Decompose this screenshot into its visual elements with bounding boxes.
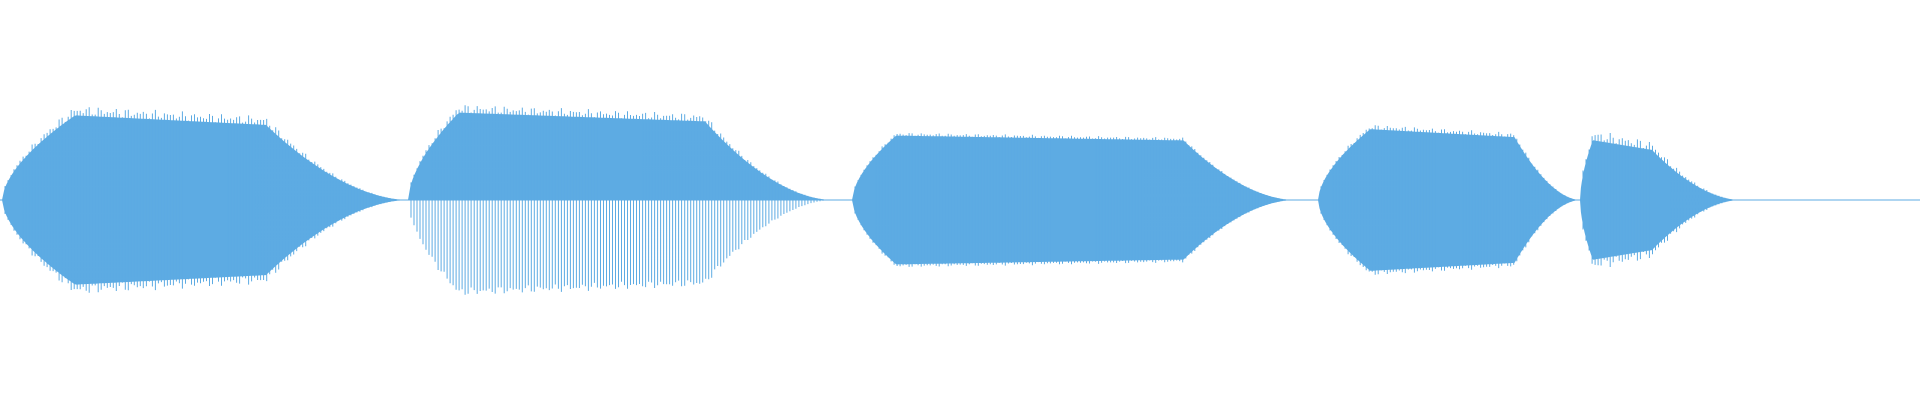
waveform-spikes (854, 133, 1292, 267)
waveform-segment-5 (1580, 133, 1740, 267)
waveform-spikes (4, 107, 406, 293)
waveform-segment-1 (2, 107, 408, 293)
waveform-spikes (1320, 125, 1578, 275)
waveform-spikes (1582, 133, 1738, 267)
waveform-body (852, 135, 1294, 265)
waveform-spikes (410, 105, 830, 295)
waveform-segment-2 (408, 105, 830, 295)
waveform-body (2, 115, 408, 285)
waveform-body (1580, 140, 1740, 260)
waveform-body (1318, 129, 1580, 271)
waveform-segment-3 (852, 133, 1294, 267)
waveform-segment-4 (1318, 125, 1580, 275)
